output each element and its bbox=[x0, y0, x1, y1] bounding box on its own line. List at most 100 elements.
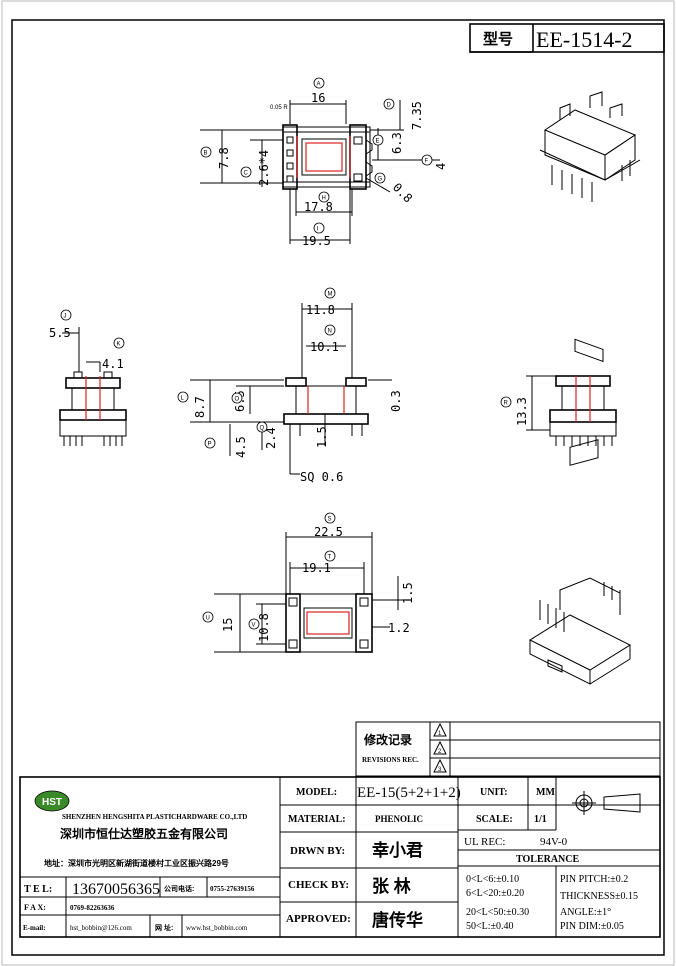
dim-17-8: 17.8 bbox=[304, 200, 333, 214]
svg-text:C: C bbox=[244, 171, 249, 177]
svg-text:ANGLE:±1°: ANGLE:±1° bbox=[560, 907, 611, 918]
front-view: 11.8 M 10.1 N 8.7 L 6.5 O 0.3 4.5 P 2.4 … bbox=[177, 287, 403, 484]
svg-text:L: L bbox=[181, 396, 185, 402]
check-by: 张 林 bbox=[372, 876, 411, 896]
dim-0-8: 0.8 bbox=[390, 180, 415, 205]
svg-text:0<L<6:±0.10: 0<L<6:±0.10 bbox=[466, 874, 519, 885]
dim-15: 15 bbox=[221, 618, 235, 632]
material-value: PHENOLIC bbox=[375, 814, 423, 824]
dim-10-8: 10.8 bbox=[257, 613, 271, 642]
svg-text:T E L:: T E L: bbox=[24, 884, 52, 895]
company-logo: HST bbox=[34, 790, 70, 812]
svg-text:公司电话:: 公司电话: bbox=[164, 884, 194, 893]
dim-2-6x4: 2.6*4 bbox=[257, 150, 271, 186]
svg-text:M: M bbox=[328, 292, 333, 298]
svg-text:MODEL:: MODEL: bbox=[296, 787, 337, 798]
dim-8-7: 8.7 bbox=[193, 396, 207, 418]
svg-text:PIN DIM:±0.05: PIN DIM:±0.05 bbox=[560, 921, 624, 932]
tolerance-label: TOLERANCE bbox=[516, 854, 579, 865]
dim-7-35: 7.35 bbox=[410, 101, 424, 130]
dim-10-1: 10.1 bbox=[310, 340, 339, 354]
part-number: EE-1514-2 bbox=[536, 27, 633, 52]
svg-text:F A X:: F A X: bbox=[24, 903, 46, 912]
isometric-view-top bbox=[539, 91, 641, 363]
fax-value: 0769-82263636 bbox=[70, 904, 115, 912]
svg-text:50<L:±0.40: 50<L:±0.40 bbox=[466, 921, 514, 932]
revision-title-en: REVISIONS REC. bbox=[362, 756, 419, 764]
scale-value: 1/1 bbox=[534, 814, 547, 825]
note-small: 0.05 R bbox=[270, 105, 288, 111]
email-value: hst_bobbin@126.com bbox=[70, 924, 132, 932]
dim-5-5: 5.5 bbox=[49, 326, 71, 340]
svg-text:B: B bbox=[204, 151, 208, 157]
sheet-border bbox=[11, 19, 665, 956]
bottom-view: 22.5 S 19.1 T 15 U 10.8 V 1.5 1.2 bbox=[202, 512, 415, 653]
svg-text:I: I bbox=[317, 227, 319, 233]
dim-22-5: 22.5 bbox=[314, 525, 343, 539]
part-number-header: 型号 EE-1514-2 bbox=[469, 23, 665, 53]
approved-by: 唐传华 bbox=[372, 910, 423, 930]
top-view: 16 A 0.05 R 7.8 B 2.6*4 C 7.35 D 6.3 E 4… bbox=[200, 77, 448, 248]
revision-title-cn: 修改记录 bbox=[363, 732, 412, 747]
dim-13-3: 13.3 bbox=[515, 397, 529, 426]
ul-value: 94V-0 bbox=[540, 836, 568, 848]
company-name-cn: 深圳市恒仕达塑胶五金有限公司 bbox=[60, 826, 228, 841]
svg-text:UNIT:: UNIT: bbox=[480, 787, 508, 798]
company-tel-value: 0755-27639156 bbox=[210, 885, 255, 893]
svg-text:E-mail:: E-mail: bbox=[23, 924, 46, 932]
svg-text:Q: Q bbox=[260, 426, 265, 432]
dim-2-4: 2.4 bbox=[264, 427, 278, 449]
svg-text:网 址:: 网 址: bbox=[155, 923, 173, 932]
unit-value: MM bbox=[536, 787, 555, 798]
svg-text:R: R bbox=[504, 401, 509, 407]
svg-text:D: D bbox=[387, 103, 392, 109]
svg-text:6<L<20:±0.20: 6<L<20:±0.20 bbox=[466, 888, 524, 899]
tel-value: 13670056365 bbox=[72, 881, 160, 898]
web-value: www.hst_bobbin.com bbox=[186, 924, 248, 932]
svg-text:O: O bbox=[235, 397, 240, 403]
svg-text:H: H bbox=[322, 196, 326, 202]
svg-text:UL REC:: UL REC: bbox=[464, 836, 505, 848]
dim-11-8: 11.8 bbox=[306, 303, 335, 317]
drawn-by: 幸小君 bbox=[372, 840, 423, 860]
model-value: EE-15(5+2+1+2) bbox=[357, 785, 461, 801]
svg-text:CHECK BY:: CHECK BY: bbox=[288, 879, 349, 891]
sq-0-6: SQ 0.6 bbox=[300, 470, 343, 484]
dim-4-5: 4.5 bbox=[234, 436, 248, 458]
svg-text:T: T bbox=[328, 555, 332, 561]
svg-text:APPROVED:: APPROVED: bbox=[286, 913, 351, 925]
svg-text:F: F bbox=[425, 159, 429, 165]
svg-text:PIN PITCH:±0.2: PIN PITCH:±0.2 bbox=[560, 874, 628, 885]
dim-1-5: 1.5 bbox=[315, 426, 329, 448]
svg-text:U: U bbox=[206, 616, 210, 622]
svg-text:SCALE:: SCALE: bbox=[476, 814, 513, 825]
company-name-en: SHENZHEN HENGSHITA PLASTICHARDWARE CO.,L… bbox=[62, 813, 247, 821]
title-block: HST SHENZHEN HENGSHITA PLASTICHARDWARE C… bbox=[19, 776, 661, 938]
svg-text:MATERIAL:: MATERIAL: bbox=[288, 814, 346, 825]
dim-0-3: 0.3 bbox=[389, 390, 403, 412]
svg-text:N: N bbox=[328, 329, 332, 335]
svg-text:3: 3 bbox=[438, 767, 442, 773]
projection-symbol bbox=[572, 791, 641, 815]
dim-7-8: 7.8 bbox=[217, 147, 231, 169]
svg-text:HST: HST bbox=[42, 797, 62, 808]
svg-text:A: A bbox=[317, 82, 321, 88]
dim-19-1: 19.1 bbox=[302, 561, 331, 575]
isometric-view-bottom bbox=[528, 439, 632, 685]
company-address: 地址：深圳市光明区新湖街道楼村工业区振兴路29号 bbox=[44, 858, 229, 868]
svg-text:P: P bbox=[208, 442, 212, 448]
side-view-left: 5.5 J 4.1 K bbox=[49, 309, 127, 446]
svg-text:20<L<50:±0.30: 20<L<50:±0.30 bbox=[466, 907, 529, 918]
dim-19-5: 19.5 bbox=[302, 234, 331, 248]
revision-block: 修改记录 REVISIONS REC. 1 2 3 bbox=[355, 721, 661, 777]
dim-16: 16 bbox=[311, 91, 325, 105]
dim-1-2: 1.2 bbox=[388, 621, 410, 635]
svg-text:V: V bbox=[252, 623, 256, 629]
type-label: 型号 bbox=[483, 30, 513, 48]
dim-1-5-bottom: 1.5 bbox=[401, 582, 415, 604]
side-view-right: 13.3 R bbox=[500, 375, 617, 446]
svg-text:DRWN BY:: DRWN BY: bbox=[290, 845, 345, 857]
svg-text:G: G bbox=[378, 177, 383, 183]
svg-text:THICKNESS±0.15: THICKNESS±0.15 bbox=[560, 891, 638, 902]
